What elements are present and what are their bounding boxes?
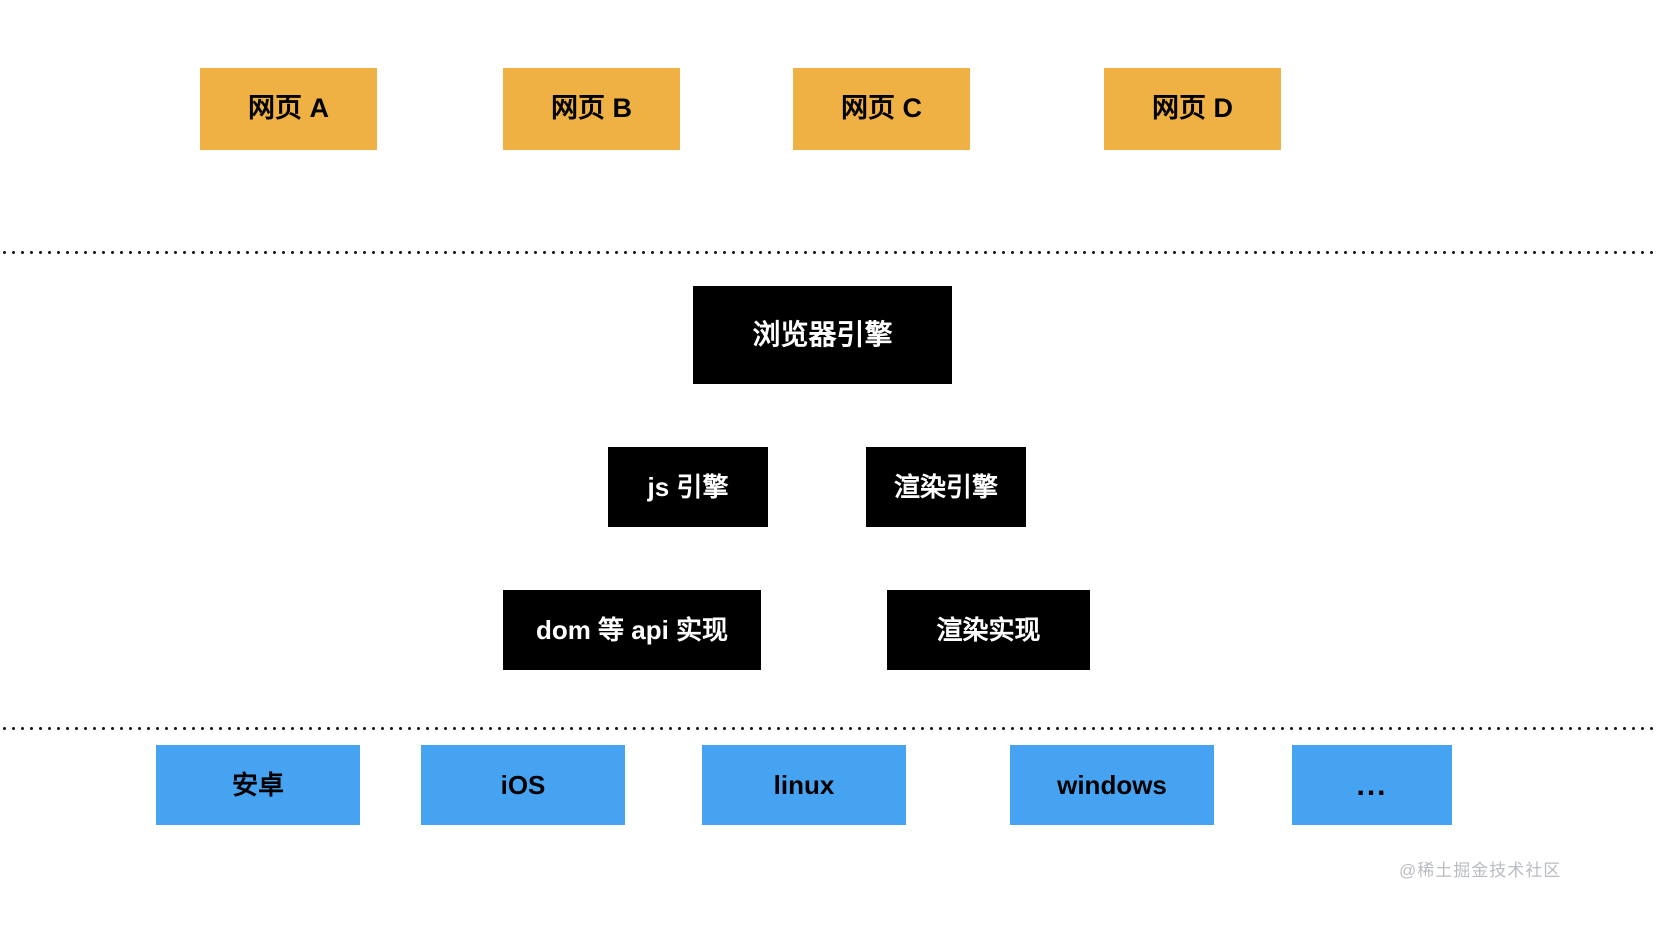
js-engine-box[interactable]: js 引擎 — [608, 447, 768, 527]
os-box-ios-label: iOS — [500, 769, 546, 800]
page-box-d[interactable]: 网页 D — [1104, 68, 1281, 150]
divider-pages-engine — [0, 251, 1656, 254]
os-box-more-label: ... — [1356, 768, 1388, 802]
divider-engine-os — [0, 727, 1656, 730]
js-engine-label: js 引擎 — [647, 471, 729, 502]
dom-api-impl-label: dom 等 api 实现 — [535, 614, 729, 645]
page-box-c[interactable]: 网页 C — [793, 68, 970, 150]
os-box-linux-label: linux — [773, 769, 835, 800]
dom-api-impl-box[interactable]: dom 等 api 实现 — [503, 590, 761, 670]
page-box-d-label: 网页 D — [1152, 93, 1233, 124]
page-box-b[interactable]: 网页 B — [503, 68, 680, 150]
browser-engine-box[interactable]: 浏览器引擎 — [693, 286, 952, 384]
page-box-a-label: 网页 A — [248, 93, 329, 124]
os-box-android-label: 安卓 — [231, 769, 284, 800]
os-box-more[interactable]: ... — [1292, 745, 1452, 825]
render-impl-box[interactable]: 渲染实现 — [887, 590, 1090, 670]
watermark: @稀土掘金技术社区 — [1399, 861, 1562, 880]
browser-engine-label: 浏览器引擎 — [752, 318, 893, 350]
page-box-b-label: 网页 B — [551, 93, 632, 124]
render-engine-box[interactable]: 渲染引擎 — [866, 447, 1026, 527]
page-box-c-label: 网页 C — [841, 93, 922, 124]
os-box-windows[interactable]: windows — [1010, 745, 1214, 825]
os-box-windows-label: windows — [1057, 769, 1167, 800]
render-engine-label: 渲染引擎 — [893, 471, 998, 502]
os-box-android[interactable]: 安卓 — [156, 745, 360, 825]
render-impl-label: 渲染实现 — [936, 614, 1041, 645]
os-box-ios[interactable]: iOS — [421, 745, 625, 825]
os-box-linux[interactable]: linux — [702, 745, 906, 825]
page-box-a[interactable]: 网页 A — [200, 68, 377, 150]
